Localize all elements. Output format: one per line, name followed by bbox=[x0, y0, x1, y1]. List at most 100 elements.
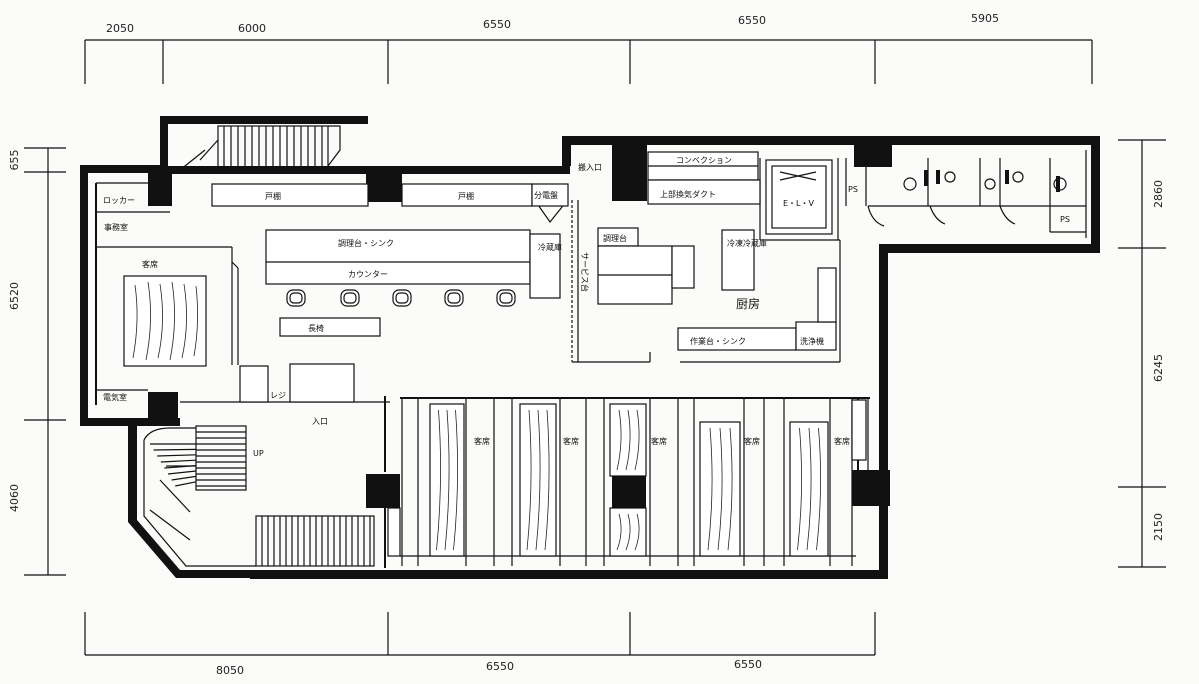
loading-label: 搬入口 bbox=[578, 162, 602, 172]
shelf-1-label: 戸棚 bbox=[265, 191, 281, 201]
wood-grain bbox=[634, 513, 640, 551]
top-step-wall bbox=[562, 136, 571, 166]
booth-2-label: 客席 bbox=[563, 436, 579, 446]
bottom-wall bbox=[250, 570, 888, 579]
bar-stool-seat bbox=[447, 292, 461, 304]
shelf-2-label: 戸棚 bbox=[458, 191, 474, 201]
office-label: 事務室 bbox=[104, 222, 128, 232]
electric-label: 電気室 bbox=[103, 392, 127, 402]
bar-stools bbox=[286, 289, 516, 307]
column-2 bbox=[366, 172, 402, 202]
toilet-1-icon bbox=[903, 177, 917, 191]
dim-bottom-3: 6550 bbox=[734, 658, 762, 671]
elevator-label: E・L・V bbox=[783, 199, 815, 208]
toilet-area: PS PS bbox=[848, 170, 1070, 224]
column-3 bbox=[612, 143, 647, 201]
bench bbox=[279, 317, 381, 337]
switchboard-label: 分電盤 bbox=[534, 190, 558, 200]
bar-stool-seat bbox=[395, 292, 409, 304]
left-table bbox=[123, 275, 207, 367]
dimension-lines bbox=[24, 39, 1166, 656]
booth-4-label: 客席 bbox=[744, 436, 760, 446]
booth-bench bbox=[387, 507, 401, 557]
bar-stool-seat bbox=[289, 292, 303, 304]
ps-2-label: PS bbox=[1060, 215, 1070, 224]
dim-left-3: 4060 bbox=[8, 484, 21, 512]
kitchen-area: 搬入口 コンベクション 上部換気ダクト E・L・V 調理台 冷凍冷蔵庫 厨房 作… bbox=[578, 151, 837, 351]
booth-table bbox=[609, 403, 647, 477]
wood-grain bbox=[544, 409, 550, 551]
dim-bottom-2: 6550 bbox=[486, 660, 514, 673]
prep-label: 調理台 bbox=[603, 233, 627, 243]
stair-tread bbox=[153, 448, 197, 451]
wood-grain bbox=[625, 409, 631, 471]
top-mid-wall bbox=[168, 166, 570, 174]
column-8 bbox=[852, 470, 890, 506]
convection-label: コンベクション bbox=[676, 156, 732, 165]
prep-side bbox=[671, 245, 695, 289]
booth-table bbox=[699, 421, 741, 557]
ps-1-label: PS bbox=[848, 185, 858, 194]
counter-sink-label: 調理台・シンク bbox=[338, 238, 394, 248]
bar-stool-seat bbox=[343, 292, 357, 304]
work-sink-label: 作業台・シンク bbox=[690, 336, 746, 346]
right-upper-wall bbox=[1091, 136, 1100, 253]
counter-block bbox=[265, 229, 531, 285]
entrance-label: 入口 bbox=[312, 417, 328, 426]
column-5 bbox=[148, 392, 178, 426]
duct bbox=[647, 179, 761, 205]
fridge-freezer-label: 冷凍冷蔵庫 bbox=[727, 238, 767, 248]
wood-grain bbox=[436, 409, 441, 551]
dim-top-2: 6000 bbox=[238, 22, 266, 35]
register-counter bbox=[289, 363, 355, 403]
booth-3-label: 客席 bbox=[651, 436, 667, 446]
bench-label: 長椅 bbox=[308, 323, 324, 333]
wood-grain bbox=[625, 513, 631, 551]
top-right-wall bbox=[562, 136, 1100, 145]
wood-grain bbox=[806, 427, 812, 551]
stair-up-label: UP bbox=[253, 449, 264, 458]
dishwasher bbox=[795, 321, 837, 351]
toilet-3-icon bbox=[984, 178, 996, 190]
kitchen-shelf bbox=[817, 267, 837, 323]
wood-grain bbox=[535, 409, 541, 551]
right-lower-wall bbox=[879, 252, 888, 579]
dim-left-1: 655 bbox=[8, 150, 21, 171]
column-1 bbox=[148, 172, 172, 206]
wood-grain bbox=[526, 409, 532, 551]
fridge-1 bbox=[529, 233, 561, 299]
left-wing: ロッカー 事務室 客席 電気室 bbox=[103, 196, 207, 402]
register-label: レジ bbox=[270, 391, 286, 400]
elevator bbox=[765, 159, 833, 235]
right-step-wall bbox=[879, 244, 1100, 253]
counter-label: カウンター bbox=[348, 270, 388, 279]
locker-label: ロッカー bbox=[103, 196, 135, 205]
stair-tread bbox=[164, 465, 197, 469]
wood-grain bbox=[816, 427, 821, 551]
booth-area bbox=[387, 398, 867, 566]
booth-table bbox=[789, 421, 829, 557]
top-staircase bbox=[179, 125, 341, 171]
wood-grain bbox=[616, 409, 622, 471]
dim-top-5: 5905 bbox=[971, 12, 999, 25]
column-7 bbox=[612, 474, 646, 508]
booth-bench bbox=[851, 399, 867, 461]
bar-area: 戸棚 戸棚 分電盤 調理台・シンク カウンター 冷蔵庫 長椅 サービス台 レジ … bbox=[211, 183, 590, 426]
fridge-freezer bbox=[721, 229, 755, 291]
kitchen-aisle-label: サービス台 bbox=[580, 252, 590, 292]
dim-left-2: 6520 bbox=[8, 282, 21, 310]
left-guest-label: 客席 bbox=[142, 259, 158, 269]
dim-right-1: 2860 bbox=[1152, 180, 1165, 208]
booth-5-label: 客席 bbox=[834, 436, 850, 446]
dim-right-3: 2150 bbox=[1152, 513, 1165, 541]
stair-tread bbox=[167, 470, 197, 475]
partitions bbox=[95, 150, 1087, 568]
column-4 bbox=[854, 143, 892, 167]
shelf-1 bbox=[211, 183, 369, 207]
toilet-4-icon bbox=[1012, 171, 1024, 183]
wood-grain bbox=[797, 427, 802, 551]
wood-grain bbox=[616, 513, 622, 551]
dim-bottom-1: 8050 bbox=[216, 664, 244, 677]
